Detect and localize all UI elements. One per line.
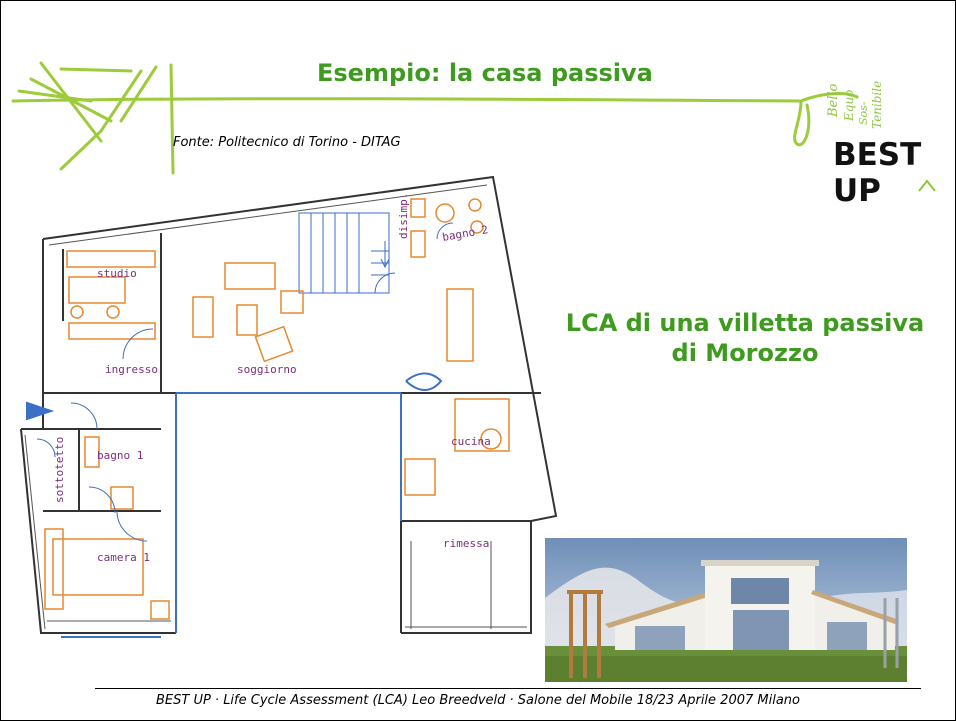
footer-divider [95, 688, 921, 689]
logo-word-up: UP [833, 173, 881, 209]
house-render-image [545, 538, 907, 682]
logo-script-tenibile: Tenibile [870, 81, 884, 129]
room-label-rimessa: rimessa [443, 537, 489, 550]
lca-headline: LCA di una villetta passiva di Morozzo [565, 309, 925, 367]
logo-script-sos: Sos- [857, 101, 870, 125]
room-label-ingresso: ingresso [105, 363, 158, 376]
room-label-disimp: disimp. [397, 193, 410, 239]
room-label-sottotetto: sottotetto [53, 437, 66, 503]
room-label-bagno-2: bagno 2 [441, 223, 489, 244]
room-label-camera-1: camera 1 [97, 551, 150, 564]
room-label-bagno-1: bagno 1 [97, 449, 143, 462]
logo-script-equo: Equo [842, 90, 856, 122]
best-up-logo: Bello Equo Sos- Tenibile BEST UP [827, 81, 936, 209]
source-caption: Fonte: Politecnico di Torino - DITAG [173, 135, 401, 150]
room-label-soggiorno: soggiorno [237, 363, 297, 376]
room-label-studio: studio [97, 267, 137, 280]
logo-word-best: BEST [833, 137, 921, 173]
room-label-cucina: cucina [451, 435, 491, 448]
footer-caption: BEST UP · Life Cycle Assessment (LCA) Le… [155, 693, 800, 708]
slide-title: Esempio: la casa passiva [317, 59, 653, 87]
logo-script-bello: Bello [827, 83, 841, 118]
